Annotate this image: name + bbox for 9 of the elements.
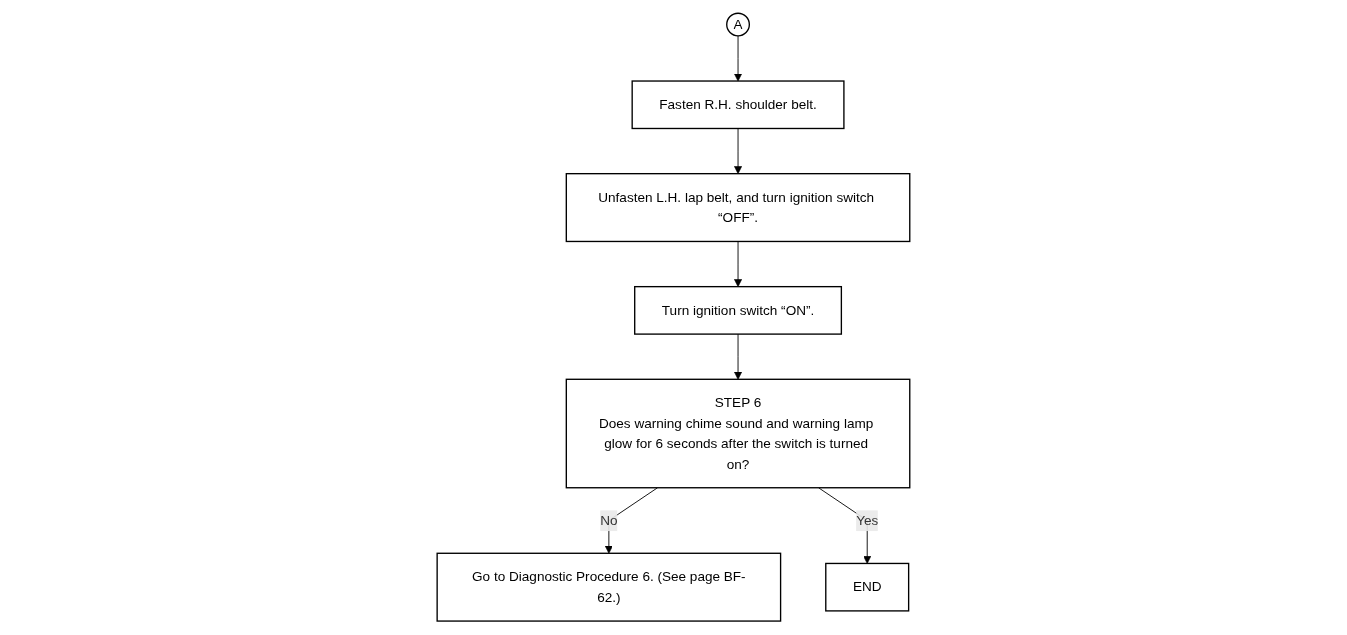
node-box: END <box>825 563 910 612</box>
node-box: STEP 6 Does warning chime sound and warning lamp glow for 6 seconds after the switch is turned on? <box>565 378 911 489</box>
node-box: Turn ignition switch “ON”. <box>634 286 843 336</box>
edge-label: No <box>600 512 618 528</box>
node-box: Fasten R.H. shoulder belt. <box>631 80 845 130</box>
edge-label: Yes <box>856 512 879 528</box>
node-circle: A <box>726 12 751 37</box>
node-box: Unfasten L.H. lap belt, and turn ignition switch “OFF”. <box>565 173 911 243</box>
node-box: Go to Diagnostic Procedure 6. (See page BF-62.) <box>436 552 782 623</box>
